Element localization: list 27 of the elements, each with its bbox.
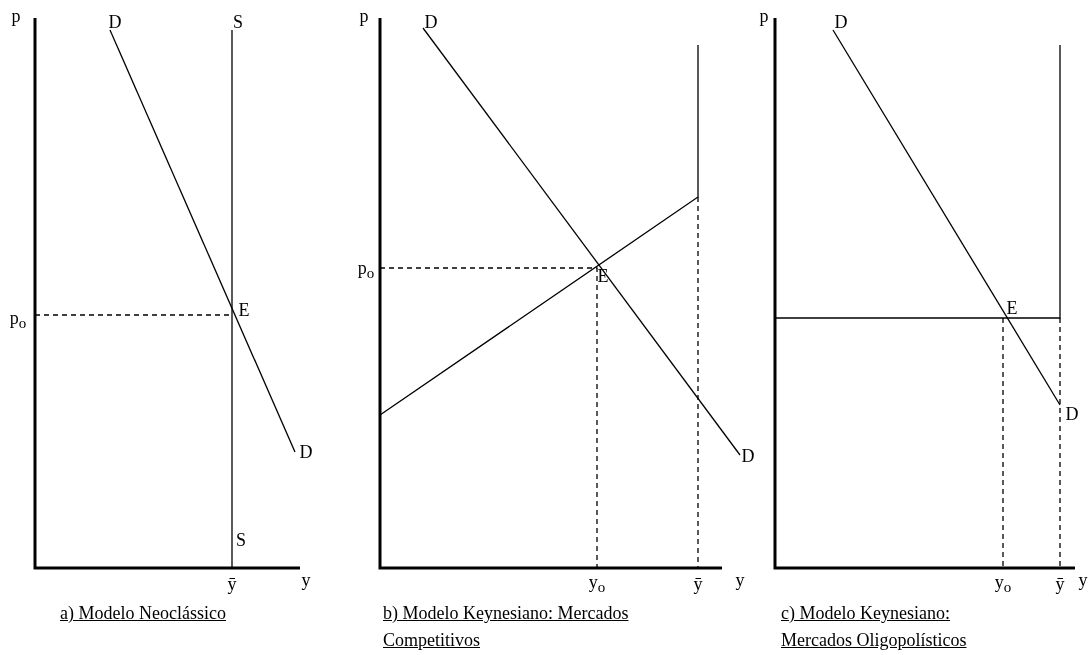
curve-label: S — [236, 531, 246, 549]
curve-label: D — [299, 443, 313, 461]
axis-label: p — [11, 7, 21, 25]
axis-label: y — [301, 571, 311, 589]
curve-label: D — [1065, 405, 1079, 423]
curve-label: D — [741, 447, 755, 465]
axis-label: p$_{o}$ — [357, 258, 375, 282]
caption: c) Modelo Keynesiano: Mercados Oligopolísticos — [781, 602, 968, 652]
curve-label: D — [424, 13, 438, 31]
axis-label: p$_{o}$ — [9, 308, 27, 332]
axis-label: y — [735, 571, 745, 589]
axis-label: ȳ — [1055, 575, 1065, 593]
point-label: E — [597, 267, 609, 285]
point-label: E — [1006, 299, 1018, 317]
caption: a) Modelo Neoclássico — [60, 602, 227, 625]
axis-label: p — [759, 7, 769, 25]
curve-label: S — [233, 13, 243, 31]
curve-label: D — [834, 13, 848, 31]
curve-label: D — [108, 13, 122, 31]
caption: b) Modelo Keynesiano: Mercados Competitivos — [383, 602, 630, 652]
axis-label: p — [359, 7, 369, 25]
axis-label: y$_{o}$ — [588, 572, 606, 596]
axis-label: y — [1078, 571, 1088, 589]
point-label: E — [238, 301, 250, 319]
axis-label: ȳ — [227, 575, 237, 593]
axis-label: ȳ — [693, 575, 703, 593]
axis-label: y$_{o}$ — [994, 572, 1012, 596]
